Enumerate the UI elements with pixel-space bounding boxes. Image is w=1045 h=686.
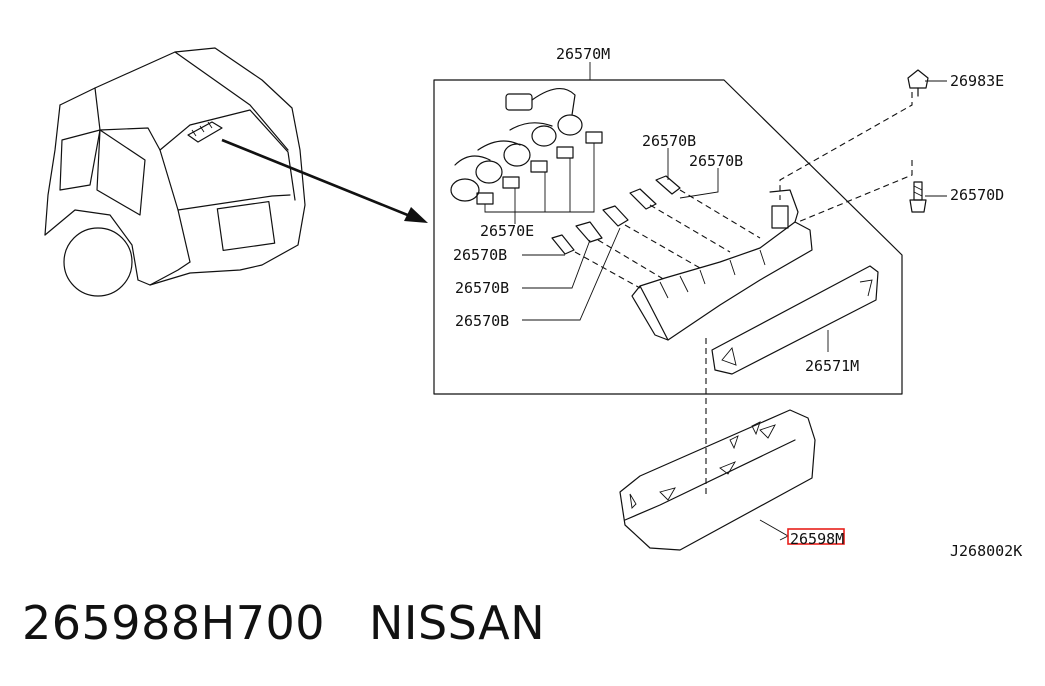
highlight-box <box>787 528 845 545</box>
figure-code: J268002K <box>950 542 1022 560</box>
part-labels: 26570M 26983E 26570B 26570B 26570D 26570… <box>453 45 1022 560</box>
brand-name: NISSAN <box>369 596 546 650</box>
label-bulb-b5: 26570B <box>455 312 509 330</box>
bulbs <box>551 175 681 255</box>
label-bulb-b3: 26570B <box>453 246 507 264</box>
label-clip: 26983E <box>950 72 1004 90</box>
assembly-frame <box>433 62 903 395</box>
label-cover: 26598M <box>790 530 844 548</box>
leader-lines <box>522 80 947 541</box>
fasteners <box>907 69 929 213</box>
label-bulb-b1: 26570B <box>642 132 696 150</box>
location-arrow <box>221 138 428 223</box>
label-lens: 26571M <box>805 357 859 375</box>
label-screw: 26570D <box>950 186 1004 204</box>
lamp-housing <box>631 189 813 341</box>
label-socket-e: 26570E <box>480 222 534 240</box>
part-caption: 265988H700 NISSAN <box>22 596 545 650</box>
harness-sockets <box>450 88 603 224</box>
label-bulb-b4: 26570B <box>455 279 509 297</box>
vehicle-illustration <box>44 47 306 297</box>
label-bulb-b2: 26570B <box>689 152 743 170</box>
label-assembly: 26570M <box>556 45 610 63</box>
part-number: 265988H700 <box>22 596 325 650</box>
assembly-dashes <box>574 92 913 495</box>
lamp-lens <box>711 265 879 375</box>
lamp-cover <box>619 409 816 551</box>
